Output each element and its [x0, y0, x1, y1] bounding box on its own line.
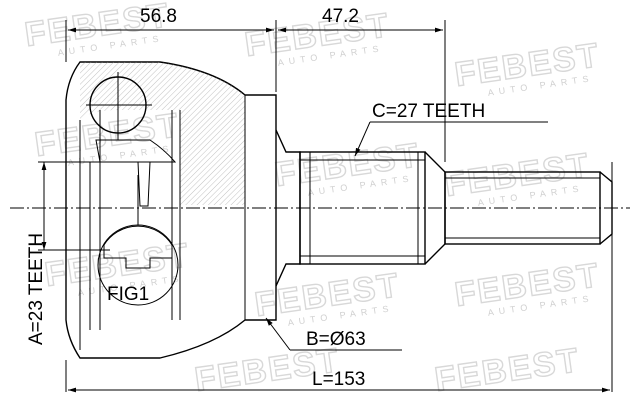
outer-spline-leader — [354, 121, 371, 157]
fig1-label: FIG1 — [107, 284, 149, 305]
watermark-logo: FEBEST AUTO PARTS — [442, 145, 593, 207]
inner-race — [95, 139, 177, 163]
boot-diameter-label: B=Ø63 — [306, 329, 366, 350]
spline-shaft — [299, 151, 426, 265]
shaft-length-label: 47.2 — [322, 6, 359, 27]
bell-length-label: 56.8 — [140, 6, 177, 27]
thread-section — [444, 171, 601, 245]
watermark-logo: FEBEST AUTO PARTS — [242, 5, 393, 67]
watermark-logo: FEBEST AUTO PARTS — [452, 35, 603, 97]
watermark-logo: FEBEST AUTO PARTS — [452, 255, 603, 317]
shaft-tip — [599, 171, 613, 245]
watermark-logo: FEBEST AUTO PARTS — [22, 0, 173, 58]
watermark-logo: FEBEST AUTO PARTS — [252, 265, 403, 327]
outer-spline-label: C=27 TEETH — [372, 101, 485, 122]
inner-race-stem — [137, 161, 151, 207]
boot-diameter-leader — [265, 317, 291, 351]
housing-section-top — [80, 62, 245, 205]
watermark-logo: FEBEST AUTO PARTS — [272, 135, 423, 197]
inner-spline-label: A=23 TEETH — [26, 233, 47, 345]
total-length-label: L=153 — [312, 369, 365, 390]
fig1-hatch — [103, 225, 173, 269]
